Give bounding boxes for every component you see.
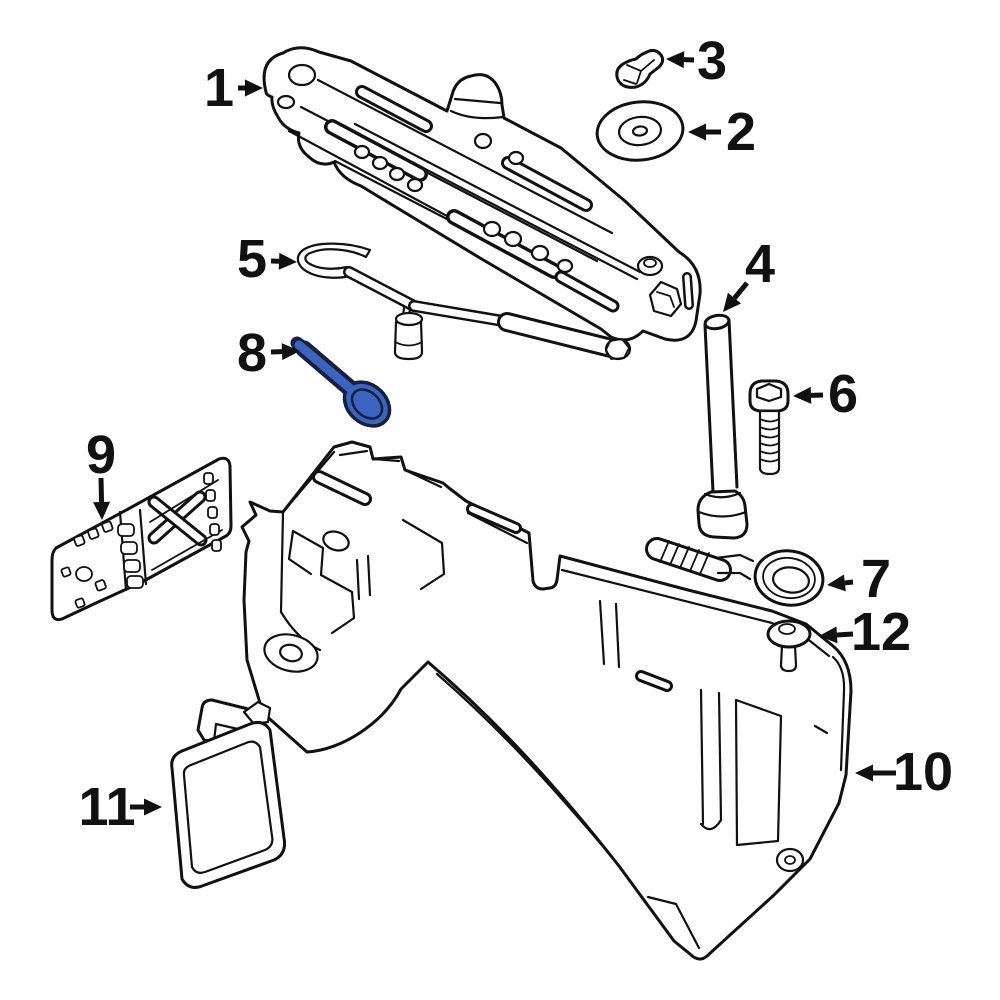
callout-label: 3 xyxy=(697,31,727,91)
callout-arrow-line xyxy=(98,477,105,503)
storage-tray-drawing xyxy=(240,440,853,961)
callout-6-bolt: 6 xyxy=(793,364,858,424)
callout-3-retainer-clip: 3 xyxy=(666,31,727,91)
callout-arrowhead xyxy=(666,51,685,69)
callout-label: 1 xyxy=(204,58,234,118)
callout-label: 10 xyxy=(893,742,953,802)
callout-arrowhead xyxy=(281,343,300,361)
callout-1-scissor-jack: 1 xyxy=(204,58,263,118)
callout-label: 7 xyxy=(861,549,891,609)
scissor-jack-drawing xyxy=(262,46,702,342)
callout-4-extension-rod: 4 xyxy=(723,234,775,312)
hook-tool-highlighted-drawing xyxy=(290,336,392,428)
callout-arrowhead xyxy=(144,798,162,816)
callout-arrowhead xyxy=(688,123,706,141)
retainer-clip-drawing xyxy=(615,48,665,89)
callout-arrowhead xyxy=(278,252,297,270)
callout-7-tow-hook: 7 xyxy=(827,549,891,609)
bolt-drawing xyxy=(748,379,790,476)
callout-9-tool-bracket-plate: 9 xyxy=(86,425,116,520)
callout-arrowhead xyxy=(723,292,742,312)
push-pin-retainer-drawing xyxy=(766,619,812,673)
callout-arrowhead xyxy=(819,626,838,644)
callout-arrow-line xyxy=(836,631,854,638)
callout-5-jack-handle: 5 xyxy=(237,229,297,289)
callout-label: 8 xyxy=(237,323,267,383)
callout-arrow-line xyxy=(844,579,854,586)
extension-rod-drawing xyxy=(696,313,749,540)
jack-pad-disc-drawing xyxy=(595,100,685,162)
callout-label: 11 xyxy=(78,777,135,837)
callout-arrowhead xyxy=(245,79,263,97)
callout-8-hook-tool-highlighted: 8 xyxy=(237,323,300,383)
callout-label: 6 xyxy=(828,364,858,424)
callout-label: 5 xyxy=(237,229,267,289)
callout-arrow-line xyxy=(732,281,749,300)
tow-hook-drawing xyxy=(645,537,825,607)
callout-label: 9 xyxy=(86,425,116,485)
tool-bracket-plate-drawing xyxy=(50,456,233,622)
callout-label: 4 xyxy=(745,234,775,294)
callout-arrowhead xyxy=(827,574,846,592)
callout-arrowhead xyxy=(793,386,812,404)
callout-arrowhead xyxy=(93,501,111,520)
callout-11-tool-bag: 11 xyxy=(78,777,162,837)
callout-10-storage-tray: 10 xyxy=(855,742,953,802)
callout-12-push-pin-retainer: 12 xyxy=(819,602,911,662)
callout-2-jack-pad-disc: 2 xyxy=(688,102,756,162)
jack-handle-drawing xyxy=(296,242,632,361)
callout-label: 2 xyxy=(726,102,756,162)
callout-label: 12 xyxy=(851,602,911,662)
tool-bag-drawing xyxy=(170,698,286,889)
callout-arrowhead xyxy=(855,764,873,782)
